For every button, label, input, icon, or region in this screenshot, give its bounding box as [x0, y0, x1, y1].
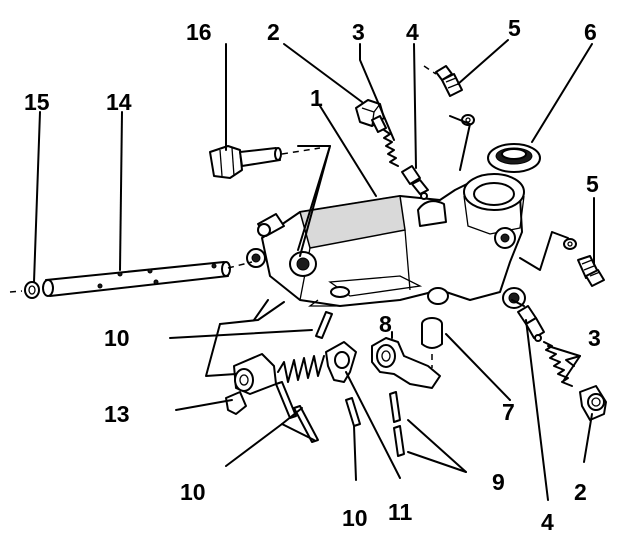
lever	[371, 337, 441, 389]
fitting-top	[355, 99, 387, 133]
bleeder-top	[423, 65, 475, 126]
callout-1: 1	[310, 85, 323, 111]
leader-lines	[33, 39, 595, 501]
callout-3-top: 3	[352, 19, 365, 45]
spring-lower	[543, 341, 573, 387]
callout-6: 6	[584, 19, 597, 45]
callout-10-bottom-left: 10	[180, 479, 206, 505]
guide-lines	[205, 115, 569, 377]
callout-14: 14	[106, 89, 132, 115]
callout-5-right: 5	[586, 171, 599, 197]
callout-15: 15	[24, 89, 50, 115]
callout-13: 13	[104, 401, 130, 427]
roll-pins-10	[275, 311, 361, 443]
retaining-ring	[24, 281, 40, 299]
callout-4-top: 4	[406, 19, 419, 45]
callout-10-bottom: 10	[342, 505, 368, 531]
callout-4-bottom: 4	[541, 509, 554, 535]
callout-8: 8	[379, 311, 392, 337]
fitting-lower	[579, 385, 607, 421]
callout-labels: 1 2 2 3 3 4 4 5 5 6 7 8 9 10 10 10 11 13…	[24, 15, 601, 535]
housing	[246, 173, 526, 309]
bushing	[421, 317, 443, 368]
callout-2-bottom: 2	[574, 479, 587, 505]
callout-11: 11	[388, 499, 413, 525]
plug-bolt	[209, 145, 321, 179]
callout-16: 16	[186, 19, 212, 45]
callout-7: 7	[502, 399, 515, 425]
valve-top	[401, 165, 429, 200]
reservoir-cap	[487, 143, 541, 173]
callout-2-top: 2	[267, 19, 280, 45]
callout-10-left: 10	[104, 325, 130, 351]
callout-3-right: 3	[588, 325, 601, 351]
callout-9: 9	[492, 469, 505, 495]
shaft	[9, 261, 253, 297]
valve-lower	[517, 305, 545, 342]
piston-assembly	[225, 341, 357, 415]
roll-pins-9	[389, 391, 405, 457]
callout-5-top: 5	[508, 15, 521, 41]
spring-top	[383, 129, 399, 167]
bleeder-right	[563, 238, 605, 287]
